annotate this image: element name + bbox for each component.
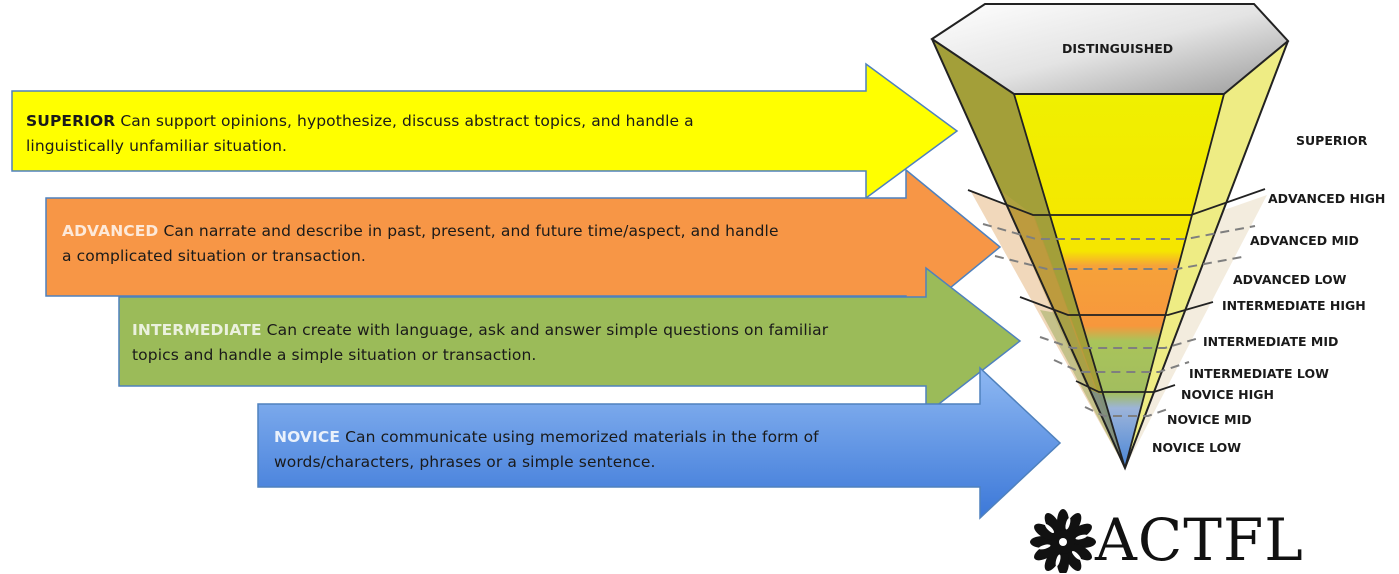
superior-text-line2: linguistically unfamiliar situation. — [26, 137, 288, 155]
novice-keyword: NOVICE — [274, 428, 341, 446]
level-intermediate-high: INTERMEDIATE HIGH — [1222, 298, 1366, 313]
advanced-description: ADVANCED Can narrate and describe in pas… — [62, 219, 902, 269]
level-superior: SUPERIOR — [1296, 133, 1368, 148]
intermediate-text-line1: Can create with language, ask and answer… — [266, 321, 829, 339]
level-novice-mid: NOVICE MID — [1167, 412, 1252, 427]
advanced-text-line1: Can narrate and describe in past, presen… — [163, 222, 779, 240]
level-novice-low: NOVICE LOW — [1152, 440, 1241, 455]
level-advanced-mid: ADVANCED MID — [1250, 233, 1359, 248]
level-intermediate-mid: INTERMEDIATE MID — [1203, 334, 1338, 349]
proficiency-cone — [930, 3, 1290, 471]
level-advanced-high: ADVANCED HIGH — [1268, 191, 1385, 206]
intermediate-arrow — [118, 266, 1022, 416]
advanced-text-line2: a complicated situation or transaction. — [62, 247, 366, 265]
superior-arrow — [11, 62, 959, 200]
level-distinguished: DISTINGUISHED — [1062, 41, 1173, 56]
intermediate-keyword: INTERMEDIATE — [132, 321, 262, 339]
novice-description: NOVICE Can communicate using memorized m… — [274, 425, 974, 475]
novice-arrow — [257, 366, 1062, 520]
superior-description: SUPERIOR Can support opinions, hypothesi… — [26, 109, 856, 159]
novice-text-line1: Can communicate using memorized material… — [345, 428, 819, 446]
novice-text-line2: words/characters, phrases or a simple se… — [274, 453, 656, 471]
level-advanced-low: ADVANCED LOW — [1233, 272, 1347, 287]
advanced-arrow — [45, 168, 1002, 326]
advanced-keyword: ADVANCED — [62, 222, 159, 240]
level-intermediate-low: INTERMEDIATE LOW — [1189, 366, 1329, 381]
superior-text-line1: Can support opinions, hypothesize, discu… — [120, 112, 694, 130]
superior-keyword: SUPERIOR — [26, 112, 116, 130]
level-novice-high: NOVICE HIGH — [1181, 387, 1274, 402]
actfl-logo-text: ACTFL — [1095, 506, 1304, 574]
intermediate-text-line2: topics and handle a simple situation or … — [132, 346, 537, 364]
mandala-flower-icon — [1030, 509, 1096, 573]
intermediate-description: INTERMEDIATE Can create with language, a… — [132, 318, 922, 368]
